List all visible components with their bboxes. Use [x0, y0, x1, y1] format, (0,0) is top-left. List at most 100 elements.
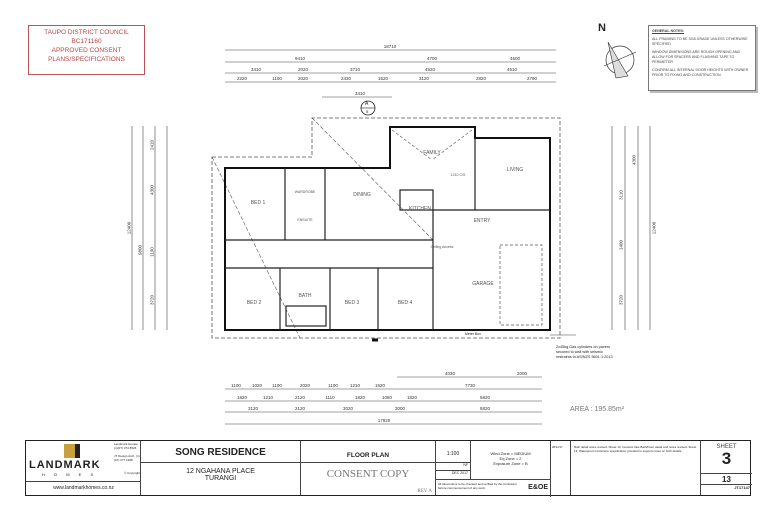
logo-text: LANDMARK [29, 459, 101, 471]
dim-label: 1820 [354, 395, 366, 400]
dim-label: 1100 [272, 76, 282, 81]
dim-label: 7730 [464, 383, 476, 388]
room-bed1: BED 1 [250, 200, 266, 206]
website-link[interactable]: www.landmarkhomes.co.nz [26, 481, 141, 491]
scale-cell: 1:100 NF DEC 2017 [436, 441, 471, 479]
dim-label: 9800 [137, 244, 143, 256]
address-line2: TURANGI [204, 475, 237, 482]
dim-label: 2000 [516, 371, 528, 376]
room-kitchen: KITCHEN [409, 206, 431, 212]
address-line1: 12 NGAHANA PLACE [186, 468, 255, 475]
drawing-title: FLOOR PLAN [301, 441, 435, 463]
dim-label: 17920 [377, 418, 391, 423]
copyright: © Copyright [124, 471, 140, 475]
gas-note: 2x45kg Gas cylinders on pavers secured t… [556, 345, 613, 359]
dim-label: 18710 [383, 44, 397, 49]
dim-label: 3020 [342, 406, 354, 411]
dim-label: 1100 [231, 383, 241, 388]
scale: 1:100 [436, 441, 470, 463]
room-bed3: BED 3 [344, 300, 360, 306]
dim-label: 5820 [479, 395, 491, 400]
stamp-text: PLANS/SPECIFICATIONS [48, 56, 125, 63]
dim-label: 3410 [354, 91, 366, 96]
dim-label: 1100 [272, 383, 282, 388]
dim-label: 1100 [328, 383, 338, 388]
room-bed2: BED 2 [246, 300, 262, 306]
section-sheet: 5 [366, 109, 369, 114]
logo-icon [64, 444, 80, 458]
room-living: LIVING [506, 167, 524, 173]
council-approval-stamp: TAUPO DISTRICT COUNCIL BC171160 APPROVED… [28, 25, 145, 75]
dim-label: 1020 [251, 383, 263, 388]
room-dining: DINING [353, 192, 371, 198]
general-notes: GENERAL NOTES: ALL FRAMING TO BE SG8 GRA… [648, 25, 756, 91]
dim-label: 5820 [479, 406, 491, 411]
dim-label: 2790 [526, 76, 538, 81]
contact: Landmark Homes (n)(07) 374 8526 [114, 442, 138, 450]
dim-label: 1210 [262, 395, 274, 400]
wind-zone: Wind Zone = MEDIUM [490, 451, 531, 456]
dim-label: 3710 [349, 67, 361, 72]
dim-label: 2020 [297, 76, 309, 81]
dim-label: 9410 [294, 56, 306, 61]
room-entry: ENTRY [473, 218, 491, 224]
dim-label: 2020 [297, 67, 309, 72]
room-garage: GARAGE [472, 281, 494, 287]
dim-label: 4030 [444, 371, 456, 376]
dim-label: 1520 [377, 76, 389, 81]
meter-box-label: Meter Box [465, 332, 481, 336]
room-family: FAMILY [423, 150, 441, 156]
title-block: LANDMARK H O M E S Landmark Homes (n)(07… [25, 440, 752, 497]
note: WINDOW DIMENSIONS ARE ROUGH OPENING AND … [652, 50, 741, 64]
revision-notes: Both detail notes revised. Sheet 13, Cer… [571, 441, 701, 495]
dim-label: 2120 [294, 395, 306, 400]
zones-cell: Wind Zone = MEDIUM Eq Zone = 2 Exposure … [471, 441, 551, 479]
date: DEC 2017 [451, 471, 468, 475]
dim-label: 1820 [406, 395, 418, 400]
dim-label: 3000 [394, 406, 406, 411]
dim-label: 4700 [426, 56, 438, 61]
drawing-cell: FLOOR PLAN CONSENT COPY REV A [301, 441, 436, 495]
notes-title: GENERAL NOTES: [652, 29, 685, 33]
dim-label: 2410 [149, 139, 155, 151]
dim-label: 4600 [509, 56, 521, 61]
dim-label: 4520 [424, 67, 436, 72]
dim-label: 1190 [149, 247, 155, 257]
dim-label: 1400 [618, 239, 624, 251]
dim-label: 4510 [506, 67, 518, 72]
dim-label: 2120 [294, 406, 306, 411]
floor-area: AREA : 195.85m² [570, 406, 625, 413]
project-name: SONG RESIDENCE [141, 441, 300, 463]
dim-label: 1110 [325, 395, 335, 400]
dim-label: 2020 [299, 383, 311, 388]
project-cell: SONG RESIDENCE 12 NGAHANA PLACE TURANGI [141, 441, 301, 495]
revision-label: REV A [417, 489, 433, 494]
dim-label: 3120 [418, 76, 430, 81]
dim-label: 3120 [247, 406, 259, 411]
dim-label: 2820 [475, 76, 487, 81]
dim-label: 2430 [340, 76, 352, 81]
note: CONFIRM ALL INTERNAL DOOR HEIGHTS WITH O… [652, 68, 749, 77]
consent-copy: CONSENT COPY [326, 468, 410, 480]
dim-label: 3720 [149, 294, 155, 306]
floor-plan [131, 49, 651, 425]
job-number: JT17147 [734, 485, 750, 490]
room-ensuite: ENSUITE [297, 218, 313, 222]
sheet-label: SHEET [716, 444, 737, 450]
dim-label: 12400 [651, 221, 657, 235]
dim-label: 3110 [618, 190, 624, 200]
stamp-text: TAUPO DISTRICT COUNCIL [44, 29, 129, 36]
drawn-by: NF [436, 463, 470, 471]
opening-label: 1210 C/S [450, 173, 466, 177]
eoe: E&OE [528, 484, 548, 491]
dim-label: 4300 [631, 154, 637, 166]
sheet-cell: SHEET 3 13 JT17147 [701, 441, 752, 495]
disclaimer-text: All dimensions to be checked and verifie… [438, 482, 518, 490]
dim-label: 1520 [374, 383, 386, 388]
north-label: N [598, 22, 606, 34]
dim-label: 12400 [126, 221, 132, 235]
room-bath: BATH [298, 293, 312, 299]
eq-zone: Eq Zone = 2 [499, 456, 522, 461]
disclaimer: All dimensions to be checked and verifie… [436, 479, 551, 497]
north-arrow-icon [603, 41, 637, 79]
